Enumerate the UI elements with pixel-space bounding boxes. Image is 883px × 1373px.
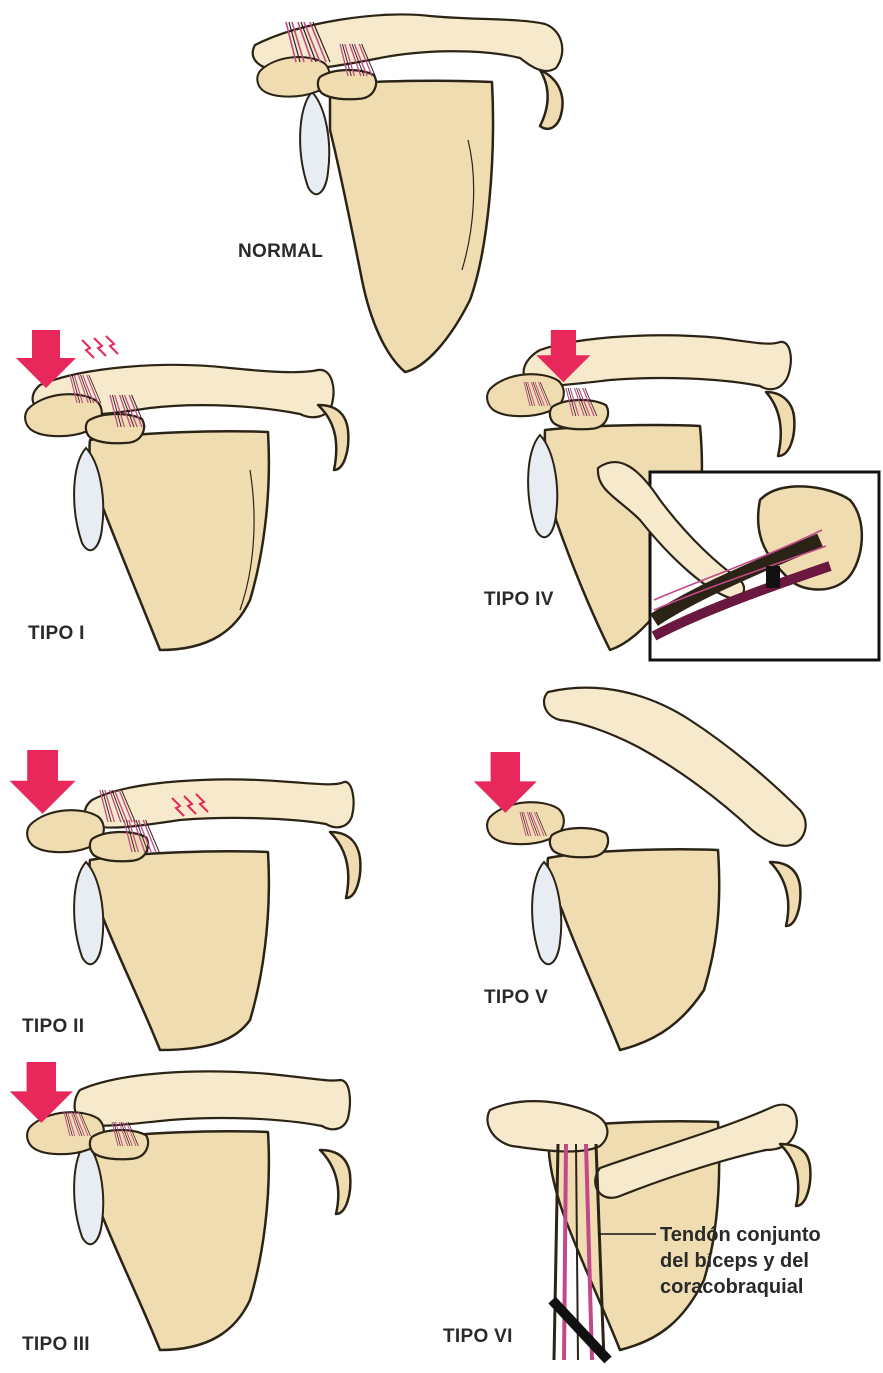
label-tipo-iv: TIPO IV <box>484 589 554 611</box>
arrow-icon <box>10 750 76 814</box>
label-tipo-ii: TIPO II <box>22 1016 84 1038</box>
panel-tipo-ii <box>10 750 361 1050</box>
tendon-annotation: Tendón conjunto del bíceps y del coracob… <box>660 1222 821 1300</box>
label-normal: NORMAL <box>238 241 323 263</box>
label-tipo-iii: TIPO III <box>22 1334 90 1356</box>
tendon-annotation-line3: coracobraquial <box>660 1274 821 1300</box>
label-tipo-vi: TIPO VI <box>443 1326 513 1348</box>
panel-tipo-iii <box>10 1062 351 1350</box>
tear-icon <box>82 336 118 358</box>
label-tipo-i: TIPO I <box>28 623 85 645</box>
tendon-annotation-line2: del bíceps y del <box>660 1248 821 1274</box>
label-tipo-v: TIPO V <box>484 987 548 1009</box>
panel-normal <box>253 14 563 372</box>
panel-tipo-i <box>16 330 348 650</box>
tendon-annotation-line1: Tendón conjunto <box>660 1222 821 1248</box>
